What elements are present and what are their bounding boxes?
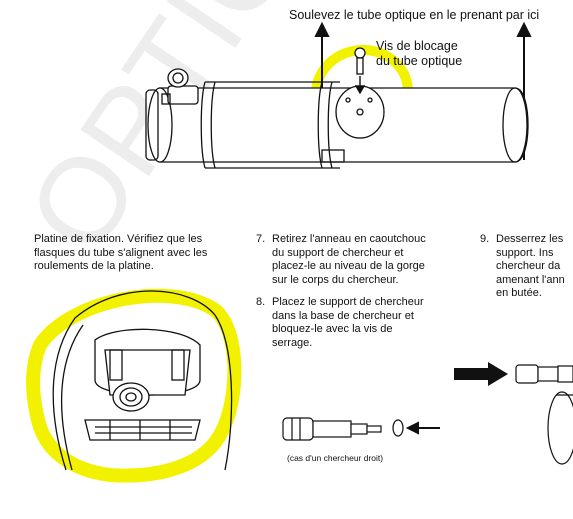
step-line: Retirez l'anneau en caoutchouc bbox=[272, 233, 426, 245]
step-8: 8. Placez le support de chercheur dans l… bbox=[256, 296, 458, 356]
step-line: Desserrez les bbox=[496, 233, 564, 245]
caption-line: roulements de la platine. bbox=[34, 260, 154, 272]
highlight-bottom bbox=[26, 288, 242, 483]
finder-arrow bbox=[405, 421, 440, 435]
finder-scope bbox=[282, 417, 404, 441]
mounting-plate bbox=[52, 290, 233, 471]
caption-line: flasques du tube s'alignent avec les bbox=[34, 246, 208, 259]
step-line: placez-le au niveau de la gorge bbox=[272, 260, 425, 272]
step-line: Placez le support de chercheur bbox=[272, 296, 424, 308]
step-line: amenant l'ann bbox=[496, 273, 565, 286]
step-line: bloquez-le avec la vis de bbox=[272, 323, 393, 335]
finder-caption: (cas d'un chercheur droit) bbox=[287, 453, 384, 463]
lock-screw-label-1: Vis de blocage bbox=[376, 39, 458, 53]
step-line: du support de chercheur et bbox=[272, 246, 404, 259]
step9-finder bbox=[515, 364, 573, 465]
step-line: dans la base de chercheur et bbox=[272, 309, 414, 322]
lock-screw-label-2: du tube optique bbox=[376, 54, 463, 68]
mounting-plate-caption: Platine de fixation. Vérifiez que les fl… bbox=[34, 233, 239, 274]
step-line: serrage. bbox=[272, 336, 313, 349]
step-7: 7. Retirez l'anneau en caoutchouc du sup… bbox=[256, 233, 458, 293]
step9-arrow bbox=[454, 362, 508, 386]
step-number: 9. bbox=[480, 233, 490, 245]
telescope-tube bbox=[145, 47, 529, 169]
step-line: en butée. bbox=[496, 287, 542, 299]
screw-arrow bbox=[354, 76, 366, 95]
step-number: 7. bbox=[256, 233, 266, 245]
step-9: 9. Desserrez les support. Ins chercheur … bbox=[480, 233, 573, 308]
step-number: 8. bbox=[256, 296, 266, 308]
step-line: support. Ins bbox=[496, 246, 554, 259]
step-line: chercheur da bbox=[496, 260, 561, 272]
step-line: sur le corps du chercheur. bbox=[272, 273, 399, 286]
lift-caption: Soulevez le tube optique en le prenant p… bbox=[289, 8, 540, 22]
caption-line: Platine de fixation. Vérifiez que les bbox=[34, 233, 203, 245]
